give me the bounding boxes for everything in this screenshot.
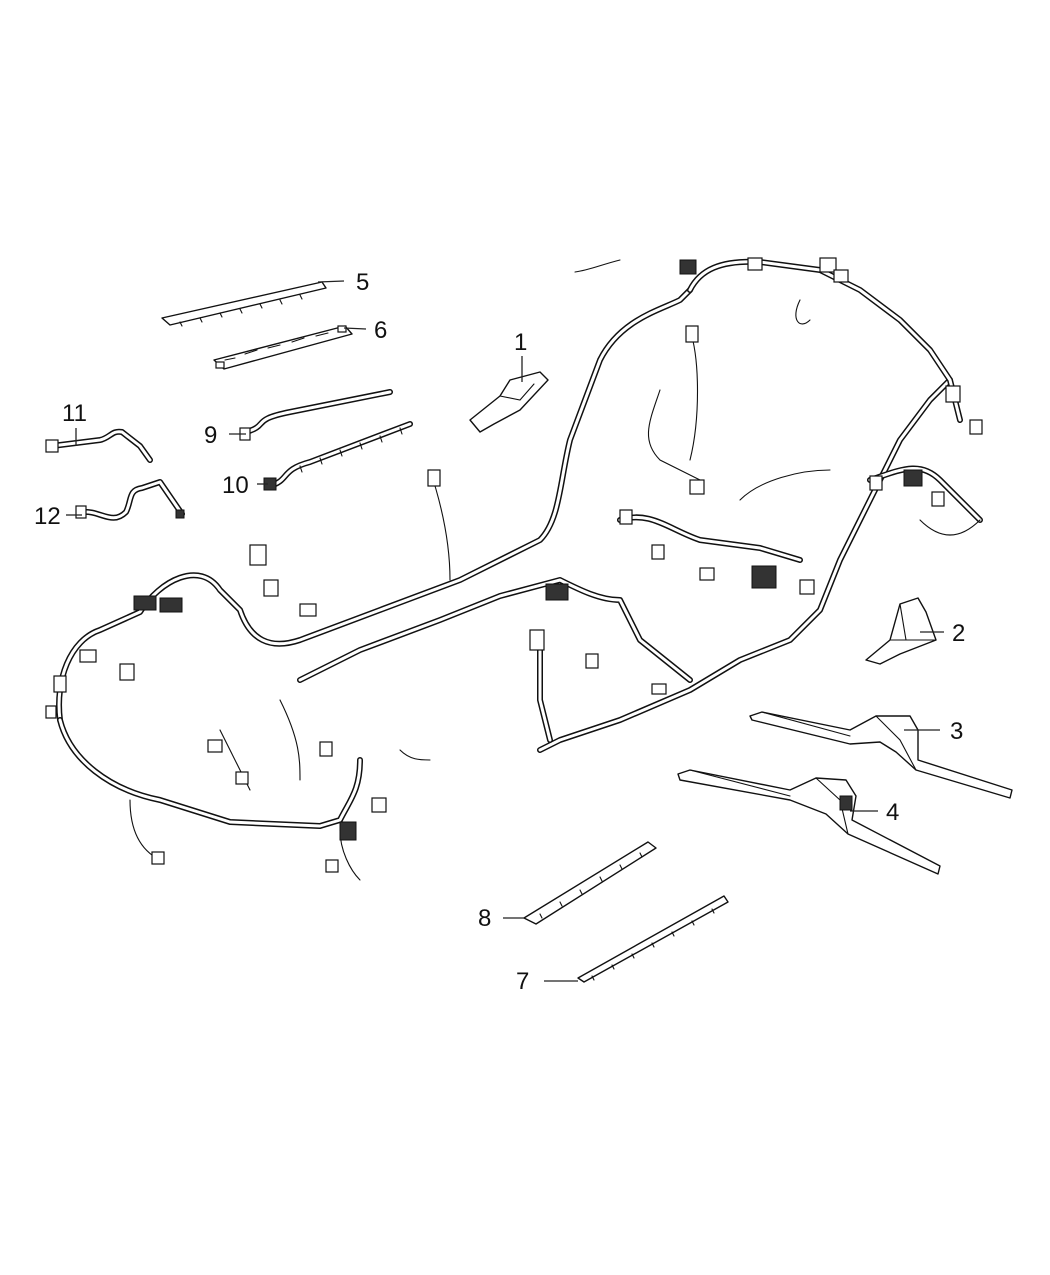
callout-7: 7 xyxy=(516,968,529,995)
part-2-shield xyxy=(865,597,937,665)
callout-10: 10 xyxy=(222,472,249,499)
callout-8: 8 xyxy=(478,905,491,932)
callout-11: 11 xyxy=(62,400,87,427)
callout-1: 1 xyxy=(514,329,527,356)
main-body-harness xyxy=(45,257,983,881)
part-10-harness xyxy=(263,421,413,491)
callout-2: 2 xyxy=(952,620,965,647)
part-12-harness xyxy=(75,479,185,521)
part-8-sill-strip xyxy=(523,841,657,925)
callout-3: 3 xyxy=(950,718,963,745)
leader-lines xyxy=(66,280,944,982)
callout-labels: 1 2 3 4 5 6 7 8 9 10 11 12 xyxy=(34,269,965,995)
callout-12: 12 xyxy=(34,503,61,530)
callout-6: 6 xyxy=(374,317,387,344)
part-4-duct xyxy=(677,769,941,875)
part-5-trim-strip xyxy=(161,281,327,327)
part-9-harness xyxy=(239,389,393,441)
callout-4: 4 xyxy=(886,799,899,826)
callout-5: 5 xyxy=(356,269,369,296)
callout-9: 9 xyxy=(204,422,217,449)
part-11-harness xyxy=(45,428,153,463)
part-3-duct xyxy=(749,711,1013,799)
part-7-sill-strip xyxy=(577,895,729,983)
part-1-shield xyxy=(469,371,549,433)
part-6-trim-strip xyxy=(213,325,353,370)
